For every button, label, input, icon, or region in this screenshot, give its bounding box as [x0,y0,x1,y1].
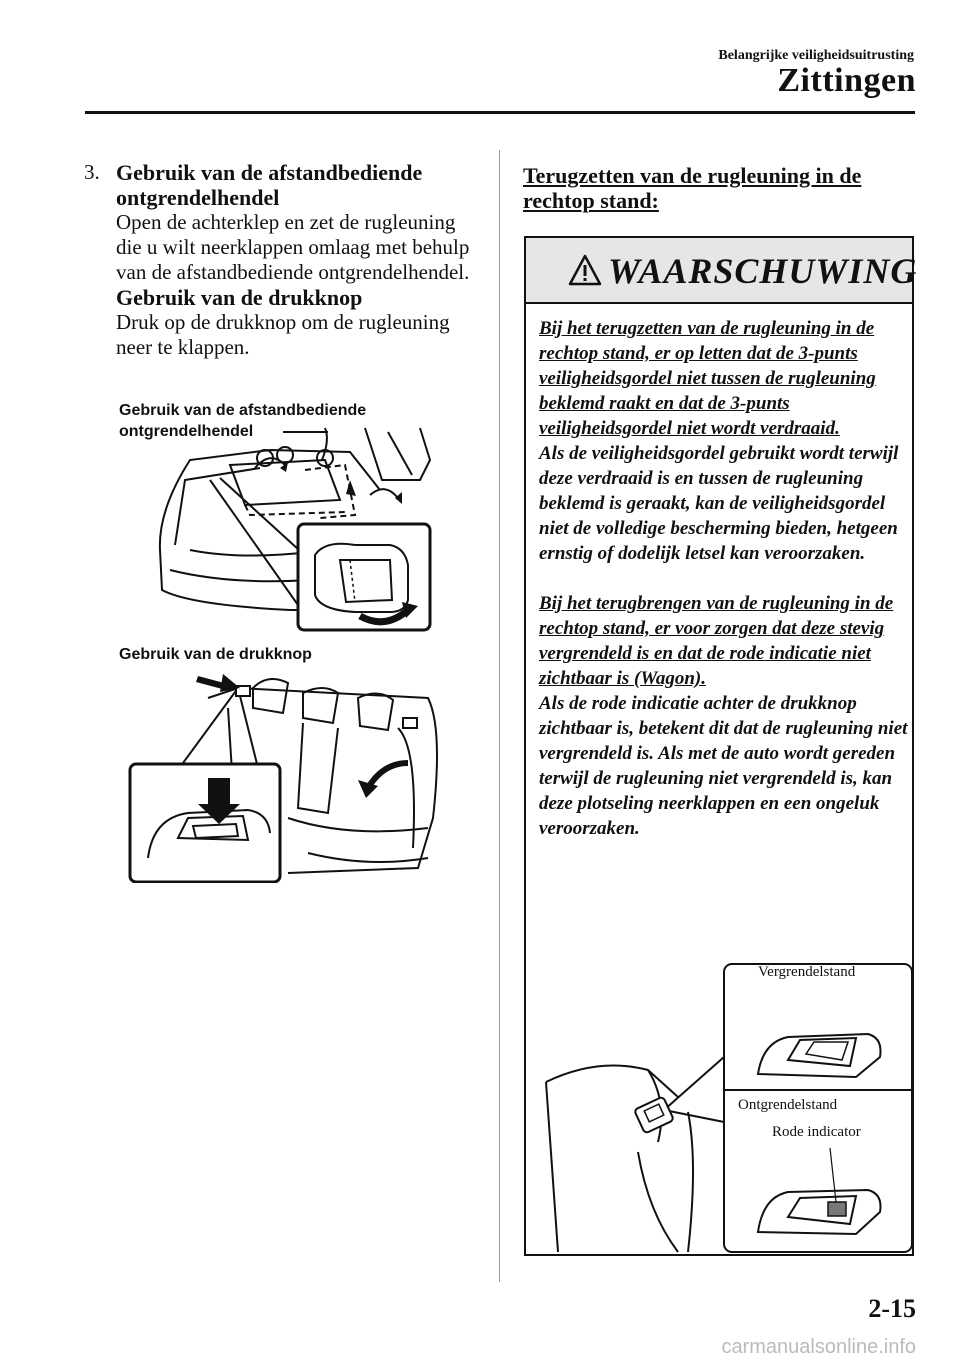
page-title: Zittingen [777,62,916,99]
warning-p2-text: Als de rode indicatie achter de drukknop… [539,693,908,839]
remote-lever-illustration [158,427,432,632]
watermark: carmanualsonline.info [721,1336,916,1358]
warning-triangle-icon [568,254,602,286]
header-rule [85,111,915,114]
column-divider [499,150,500,1282]
step-3: 3. Gebruik van de afstandbediende ontgre… [84,160,484,360]
figure-remote-lever-label: Gebruik van de afstandbediende ontgrende… [119,402,367,440]
step-heading-push-button: Gebruik van de drukknop [116,285,363,310]
figure-push-button-label: Gebruik van de drukknop [119,646,312,663]
step-text-remote-lever: Open de achterklep en zet de rugleuning … [116,210,470,284]
warning-box: WAARSCHUWING Bij het terugzetten van de … [524,236,916,1256]
step-number: 3. [84,160,100,184]
lock-indicator-illustration [545,963,913,1253]
step-heading-remote-lever: Gebruik van de afstandbediende ontgrende… [116,160,423,210]
section-heading-upright: Terugzetten van de rugleuning in de rech… [523,163,862,213]
red-indicator-label: Rode indicator [772,1124,861,1140]
warning-title: WAARSCHUWING [608,251,918,291]
locked-position-label: Vergrendelstand [758,964,856,980]
warning-p1-emphasis: Bij het terugzetten van de rugleuning in… [539,318,876,439]
unlocked-position-label: Ontgrendelstand [738,1097,838,1113]
warning-p2-emphasis: Bij het terugbrengen van de rugleuning i… [539,593,894,689]
push-button-illustration [128,674,438,883]
page-number: 2-15 [868,1294,916,1323]
step-text-push-button: Druk op de drukknop om de rugleuning nee… [116,310,450,359]
warning-header: WAARSCHUWING [526,238,916,304]
warning-p1-text: Als de veiligheidsgordel gebruikt wordt … [539,443,899,564]
warning-text: Bij het terugzetten van de rugleuning in… [539,316,909,841]
section-label: Belangrijke veiligheidsuitrusting [718,48,914,63]
